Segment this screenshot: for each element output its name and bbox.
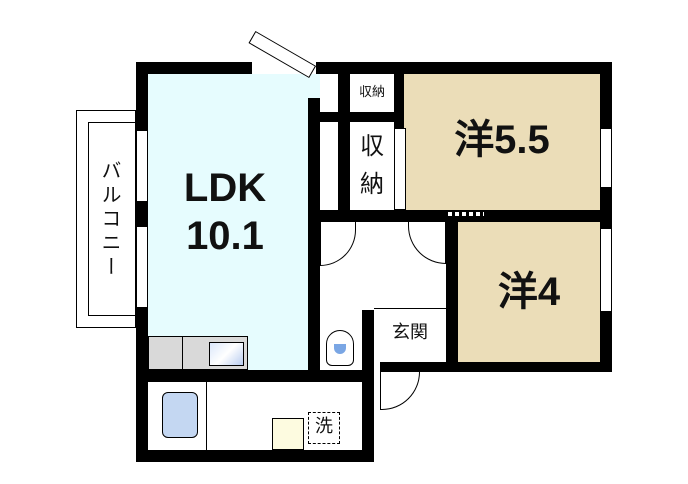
wall-bottom-right [380, 362, 612, 372]
wall-top-right [316, 62, 612, 74]
ldk-room [148, 74, 308, 370]
window-ldk-left-1 [136, 130, 148, 202]
wall-western4-left [446, 222, 458, 372]
wall-top-left [136, 62, 252, 74]
storage-small-label: 収納 [358, 85, 385, 100]
wall-ldk-right [308, 96, 320, 370]
storage-small [350, 74, 394, 112]
wall-bottom [136, 450, 374, 462]
storage-tall-label-1: 収 [360, 132, 384, 160]
kitchen-sink-icon [209, 342, 244, 366]
entrance [374, 308, 446, 362]
laundry-label: 洗 [315, 416, 333, 437]
western-room-4 [458, 222, 600, 362]
bathtub-icon [162, 392, 198, 438]
entrance-label: 玄関 [392, 322, 428, 343]
western-room-5-5-label: 洋5.5 [454, 118, 550, 162]
balcony-label: バルコニー [98, 160, 122, 280]
closet-sliding-door [394, 128, 406, 210]
wall-lower-horizontal [136, 370, 374, 382]
ldk-name: LDK [183, 166, 267, 210]
wall-storage-left [338, 74, 350, 212]
storage-tall-label-2: 納 [360, 170, 384, 198]
ldk-size: 10.1 [186, 214, 264, 258]
washing-machine-space [308, 412, 340, 444]
storage-tall [350, 122, 394, 210]
bath-divider [206, 382, 207, 450]
balcony-inner [88, 122, 136, 316]
wall-mid-horizontal [308, 210, 612, 222]
ldk-right-opening [308, 74, 320, 98]
toilet-water-icon [334, 344, 346, 354]
window-right-1 [600, 128, 612, 188]
western-room-5-5 [404, 74, 600, 210]
front-door-top [248, 30, 317, 79]
western-room-4-label: 洋4 [497, 270, 561, 314]
window-ldk-left-2 [136, 226, 148, 308]
entrance-door [380, 372, 420, 410]
door-marker-dots [448, 212, 484, 216]
window-right-2 [600, 228, 612, 312]
kitchen-divider [182, 336, 183, 370]
wall-storage-divider [320, 112, 404, 122]
wash-basin-icon [272, 418, 304, 450]
